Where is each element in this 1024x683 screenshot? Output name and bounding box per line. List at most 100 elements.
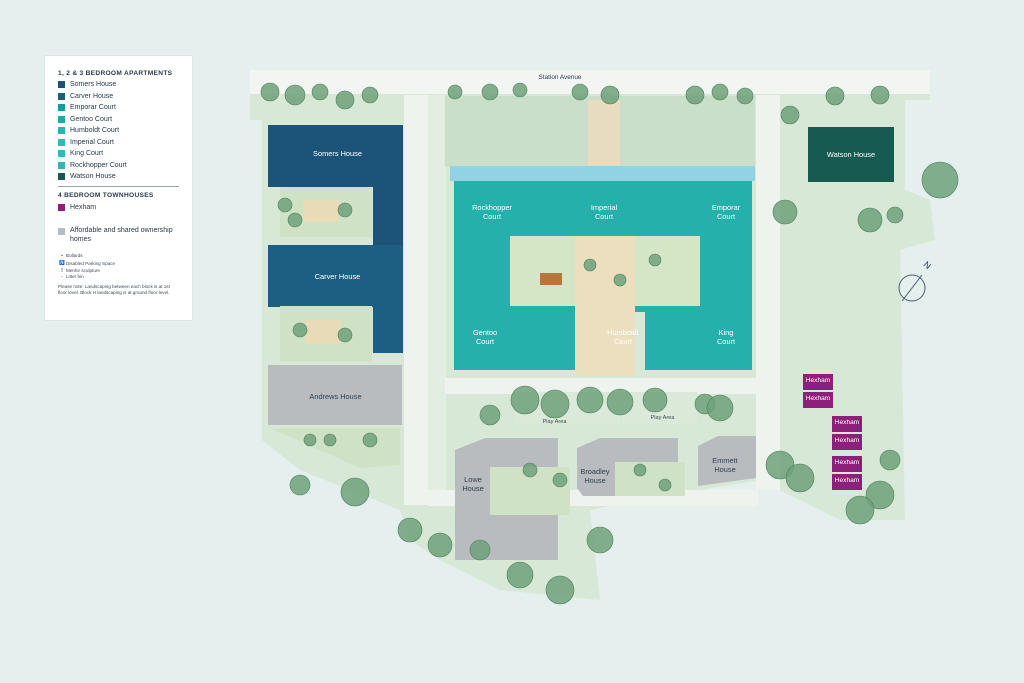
tree [780,105,800,125]
watson-house-label: Watson House [826,150,876,159]
legend-item-label: Rockhopper Court [70,161,127,169]
hexham-5 [832,456,862,472]
tree [427,532,453,558]
tree [311,83,329,101]
hexham-label-1: Hexham [805,377,831,384]
tree [736,87,754,105]
legend-swatch [58,161,65,169]
legend-item-imperial-court: Imperial Court [58,138,114,147]
path-mid [445,378,757,394]
tree [506,561,534,589]
tree [479,404,501,426]
legend-item-label: Watson House [70,173,116,180]
street-label: Station Avenue [538,74,582,81]
hexham-6 [832,474,862,490]
legend-item-label: King Court [70,150,104,157]
tree [870,85,890,105]
tree [522,462,538,478]
tree [469,539,491,561]
hexham-4 [832,434,862,450]
legend-item-label: Hexham [70,204,97,211]
legend-item-somers-house: Somers House [58,80,116,89]
gentoo-court-label: Gentoo Court [472,328,498,346]
tree [648,253,662,267]
courts-walk [575,236,635,376]
hexham-1 [803,374,833,390]
tree [633,463,647,477]
hexham-swatch [58,204,65,211]
legend-swatch [58,81,65,88]
hexham-2 [803,392,833,408]
legend-item-label: Carver House [70,92,114,100]
hexham-label-3: Hexham [834,419,860,426]
play-area-label-2: Play Area [650,415,675,421]
legend-divider [58,186,179,187]
carver-house-label: Carver House [314,272,361,281]
legend-swatch [58,127,65,134]
trees [260,82,959,605]
tree [865,480,895,510]
affordable-label-line2: homes [70,235,92,243]
legend-item-label: Emporar Court [70,104,116,111]
carver-courtyard-feature [305,320,341,344]
broadley-courtyard [615,462,685,496]
humboldt-court-label: Humboldt Court [607,328,639,346]
broadley-house-label: Broadley House [580,467,610,485]
tree [284,84,306,106]
tree [289,474,311,496]
legend-item-gentoo-court: Gentoo Court [58,115,112,124]
lowe-block [455,438,558,560]
somers-block-east [373,125,403,245]
tree [857,207,883,233]
legend-swatch [58,115,65,123]
legend: 1, 2 & 3 BEDROOM APARTMENTS Somers House… [45,56,192,320]
imperial-court-label: Imperial Court [590,203,618,221]
rockhopper-court-label: Rockhopper Court [472,203,512,221]
tree [886,206,904,224]
hexham-label-6: Hexham [834,477,860,484]
tree [303,433,317,447]
tree [586,526,614,554]
hexham-label-2: Hexham [805,395,831,402]
tree [583,258,597,272]
courtyard-feature [540,273,562,285]
tree [825,86,845,106]
tree [361,86,379,104]
legend-heading-apartments: 1, 2 & 3 BEDROOM APARTMENTS [58,70,173,77]
legend-swatch [58,173,65,180]
watson-block [808,127,894,182]
path-east [756,95,780,490]
legend-item-watson-house: Watson House [58,172,116,181]
legend-swatch [58,92,65,100]
tree [292,322,308,338]
affordable-swatch [58,228,65,235]
tree [658,478,672,492]
legend-item-king-court: King Court [58,149,103,158]
tree [447,84,463,100]
andrews-house-label: Andrews House [309,392,362,401]
legend-item-label: Somers House [70,81,117,88]
tree [545,575,575,605]
hexham-label-4: Hexham [834,437,860,444]
legend-swatch [58,138,65,146]
tree [706,394,734,422]
somers-courtyard-feature [303,200,339,222]
legend-item-label: Humboldt Court [70,127,120,134]
legend-item-label: Imperial Court [70,138,114,146]
tree [785,463,815,493]
north-arrow [898,274,926,302]
legend-swatch [58,104,65,111]
play-area-label-1: Play Area [542,419,567,425]
tree [921,161,959,199]
legend-item-emporar-court: Emporar Court [58,103,116,112]
lowe-house-label: Lowe House [462,475,484,493]
legend-heading-townhouses: 4 BEDROOM TOWNHOUSES [58,192,154,199]
tree [362,432,378,448]
water-channel [450,166,755,181]
tree [510,385,540,415]
tree [613,273,627,287]
key-menhir-sculpture: ▯Menhir sculpture [60,267,100,273]
emmett-block [698,436,756,486]
tree [845,495,875,525]
